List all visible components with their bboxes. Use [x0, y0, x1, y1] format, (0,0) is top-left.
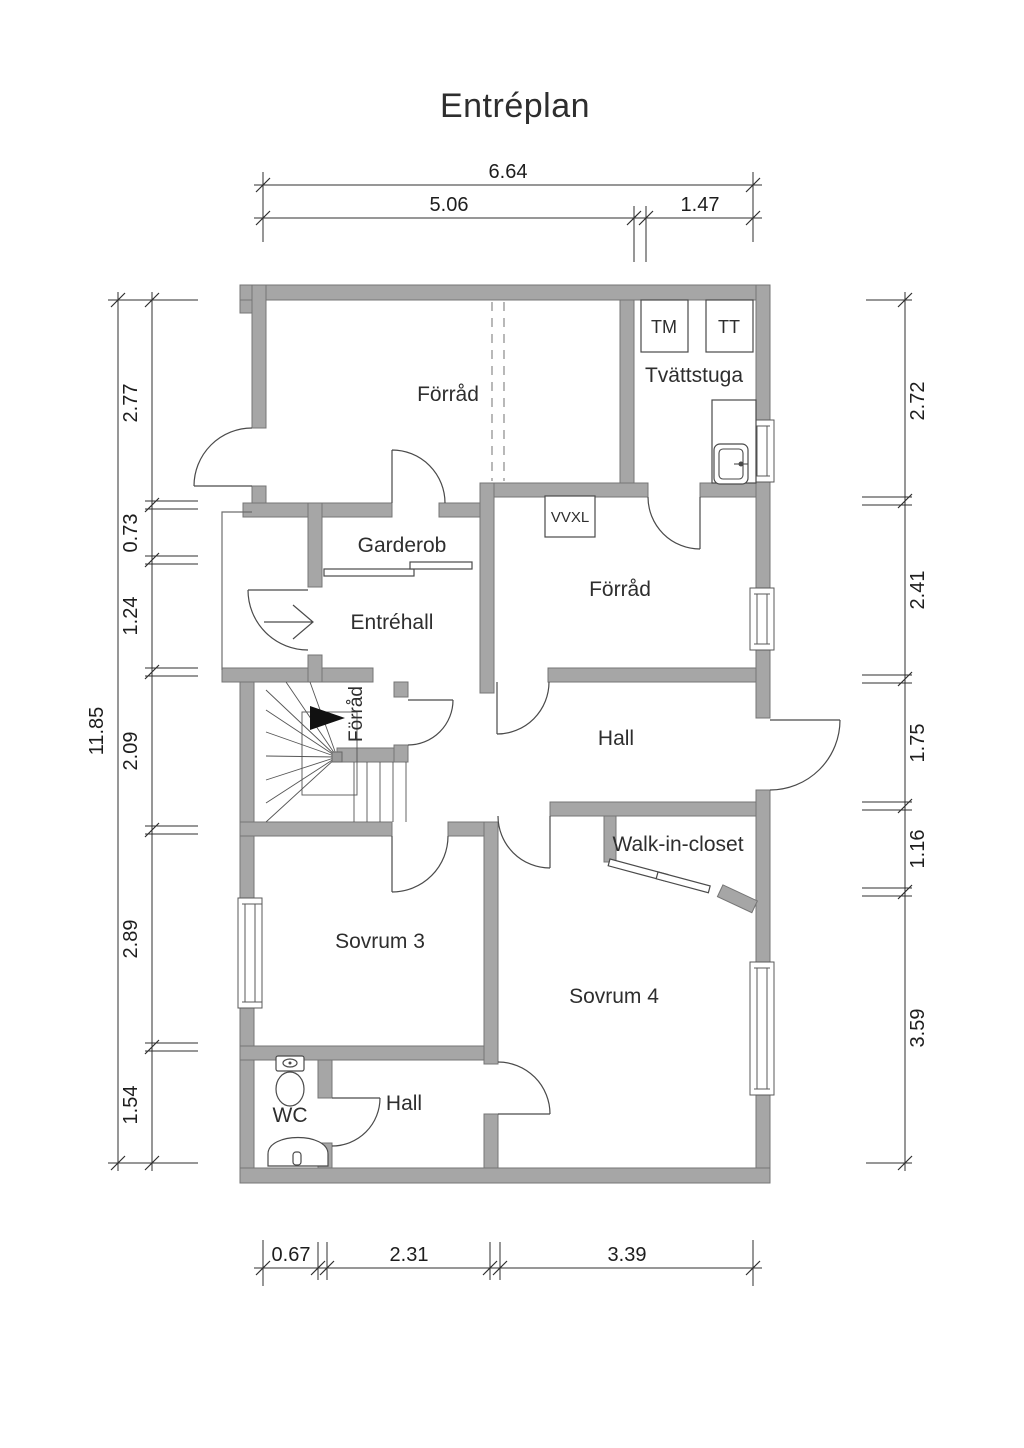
room-label-tvattstuga: Tvättstuga	[645, 364, 743, 387]
window-sovrum-4	[749, 961, 775, 1096]
fixtures	[267, 299, 757, 1167]
appliance-label-vvxl: VVXL	[551, 509, 589, 526]
window-forrad-mid	[749, 587, 775, 651]
dimension-bottom: 0.67 2.31 3.39	[254, 1240, 762, 1286]
dim-top-seg-1: 1.47	[681, 194, 720, 216]
dim-right-seg-3: 1.16	[907, 830, 929, 869]
room-label-walk-in-closet: Walk-in-closet	[612, 833, 743, 856]
appliance-label-tm: TM	[651, 317, 677, 337]
room-label-entrehall: Entréhall	[351, 611, 434, 634]
door-sovrum-4-from-hall-bottom	[497, 1061, 551, 1115]
dim-left-total: 11.85	[86, 707, 108, 756]
laundry-sink	[711, 399, 757, 485]
dim-right-seg-2: 1.75	[907, 724, 929, 763]
room-label-sovrum-3: Sovrum 3	[335, 930, 425, 953]
entrance-arrow-icon	[264, 604, 314, 640]
room-label-forrad-top: Förråd	[417, 383, 479, 406]
staircase	[265, 681, 407, 823]
washing-machine-box	[640, 299, 689, 353]
appliance-label-tt: TT	[718, 317, 740, 337]
dim-left-seg-0: 2.77	[120, 384, 142, 423]
room-label-garderob: Garderob	[358, 534, 447, 557]
door-tvattstuga	[647, 496, 701, 550]
dim-top-seg-0: 5.06	[430, 194, 469, 216]
toilet	[275, 1055, 305, 1107]
dim-left-seg-3: 2.09	[120, 732, 142, 771]
dimension-top: 6.64 5.06 1.47	[254, 161, 762, 262]
vvxl-unit-box	[544, 495, 596, 538]
room-label-hall-bottom: Hall	[386, 1092, 422, 1115]
window-sovrum-3	[237, 897, 263, 1009]
dimension-right: 2.72 2.41 1.75 1.16 3.59	[862, 292, 929, 1171]
dashed-height-marker	[491, 302, 505, 481]
dim-right-seg-0: 2.72	[907, 382, 929, 421]
door-entrance	[247, 589, 314, 651]
page-title: Entréplan	[440, 87, 590, 125]
dimension-left: 11.85 2.77 0.73 1.24 2.09 2.89 1.54	[86, 292, 198, 1171]
walls	[221, 284, 771, 1184]
door-forrad-under-stairs	[407, 699, 454, 746]
dim-bottom-seg-1: 2.31	[390, 1244, 429, 1266]
door-sovrum-4-from-hall	[497, 815, 551, 869]
dim-left-seg-1: 0.73	[120, 514, 142, 553]
dim-left-seg-2: 1.24	[120, 597, 142, 636]
doors	[193, 427, 841, 1147]
door-wc	[331, 1097, 381, 1147]
dimension-lines: 6.64 5.06 1.47 11.85 2.77 0.73 1.24 2.09…	[86, 161, 929, 1286]
dim-left-seg-4: 2.89	[120, 920, 142, 959]
wc-sink	[267, 1137, 329, 1167]
door-forrad-top-exterior	[193, 427, 253, 487]
dim-bottom-seg-2: 3.39	[608, 1244, 647, 1266]
room-label-forrad-under-stairs: Förråd	[346, 686, 367, 742]
room-label-hall-mid: Hall	[598, 727, 634, 750]
dryer-box	[705, 299, 754, 353]
door-hall-exterior	[769, 719, 841, 791]
stair-direction-arrow-icon	[310, 706, 345, 730]
dim-right-seg-4: 3.59	[907, 1009, 929, 1048]
room-label-forrad-mid: Förråd	[589, 578, 651, 601]
room-label-sovrum-4: Sovrum 4	[569, 985, 659, 1008]
dim-bottom-seg-0: 0.67	[272, 1244, 311, 1266]
dim-top-total: 6.64	[489, 161, 528, 183]
closet-sliding-doors	[607, 858, 711, 894]
dim-left-seg-5: 1.54	[120, 1086, 142, 1125]
door-sovrum-3	[391, 835, 449, 893]
wardrobe-sliding-doors	[323, 561, 473, 577]
dim-right-seg-1: 2.41	[907, 571, 929, 610]
room-labels: Förråd Tvättstuga Garderob Entréhall För…	[273, 317, 744, 1127]
room-label-wc: WC	[273, 1104, 308, 1127]
door-forrad-mid	[496, 681, 550, 735]
door-forrad-top	[391, 449, 446, 504]
entrance-alcove-outline	[221, 511, 252, 670]
